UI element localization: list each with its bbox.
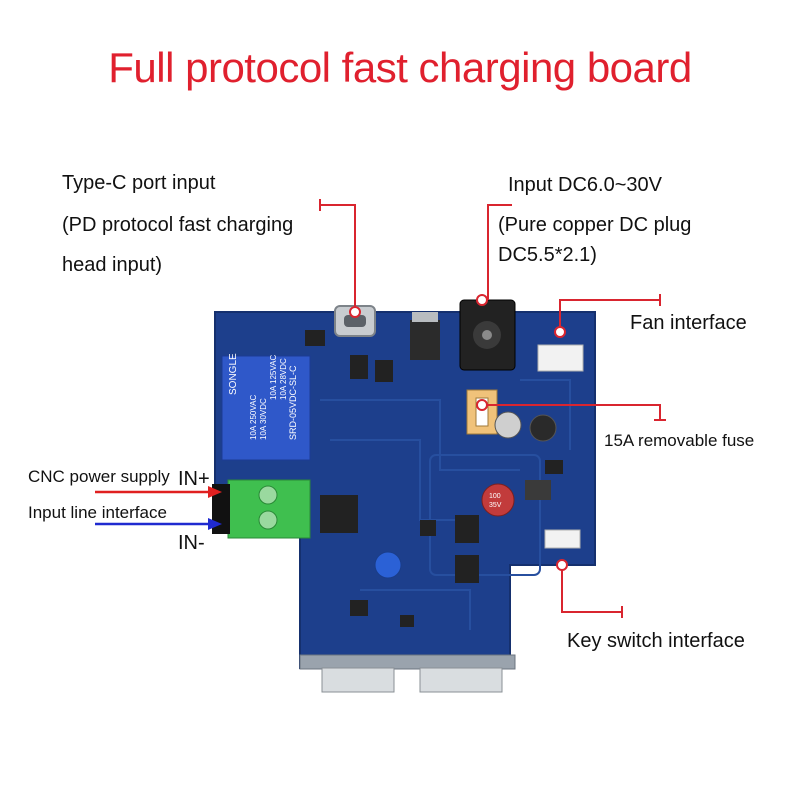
relay-rating1: 10A 250VAC xyxy=(249,395,258,440)
capacitor-b xyxy=(529,414,557,442)
capacitor-blue xyxy=(374,551,402,579)
cnc-label-line2: Input line interface xyxy=(28,503,167,522)
small-ic-5 xyxy=(350,600,368,616)
small-ic-3 xyxy=(375,360,393,382)
power-ic-1 xyxy=(455,515,479,543)
capacitor-red-text1: 100 xyxy=(489,493,501,500)
dc-label-line3: DC5.5*2.1) xyxy=(498,244,597,266)
inductor xyxy=(525,480,551,500)
page-title: Full protocol fast charging board xyxy=(108,44,692,91)
capacitor-red xyxy=(481,483,515,517)
key-switch-connector xyxy=(544,529,581,549)
small-ic-7 xyxy=(545,460,563,474)
small-ic-4 xyxy=(420,520,436,536)
relay-rating4: 10A 28VDC xyxy=(279,358,288,400)
relay-rating2: 10A 125VAC xyxy=(269,355,278,400)
key-switch-label: Key switch interface xyxy=(567,630,745,652)
capacitor-a xyxy=(494,411,522,439)
bottom-header-strip xyxy=(299,654,516,670)
usb-port-left xyxy=(321,667,395,693)
dc-label-line2: (Pure copper DC plug xyxy=(498,214,692,236)
relay xyxy=(221,355,311,461)
typec-label-line1: Type-C port input xyxy=(62,172,216,194)
controller-ic xyxy=(320,495,358,533)
in-minus-label: IN- xyxy=(178,532,205,554)
typec-label-line2: (PD protocol fast charging xyxy=(62,214,294,236)
small-ic-6 xyxy=(400,615,414,627)
fan-connector xyxy=(537,344,584,372)
relay-model: SRD-05VDC-SL-C xyxy=(288,365,298,440)
relay-rating3: 10A 30VDC xyxy=(259,398,268,440)
usb-port-right xyxy=(419,667,503,693)
small-ic-1 xyxy=(305,330,325,346)
small-ic-2 xyxy=(350,355,368,379)
in-plus-label: IN+ xyxy=(178,468,210,490)
dc-label-line1: Input DC6.0~30V xyxy=(508,174,662,196)
capacitor-red-text2: 35V xyxy=(489,502,502,509)
fuse-label: 15A removable fuse xyxy=(604,431,755,450)
pcb-traces xyxy=(320,379,571,630)
relay-brand: SONGLE xyxy=(228,353,239,395)
fan-interface-label: Fan interface xyxy=(630,312,747,334)
cnc-label-line1: CNC power supply xyxy=(28,467,170,486)
typec-label-line3: head input) xyxy=(62,254,163,276)
power-ic-2 xyxy=(455,555,479,583)
mosfet-chip xyxy=(410,320,440,360)
